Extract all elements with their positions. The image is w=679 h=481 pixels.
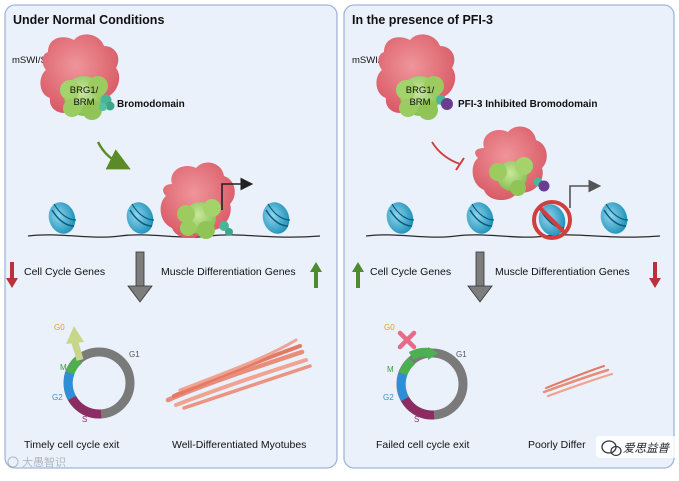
panel-normal-title: Under Normal Conditions	[13, 13, 164, 27]
phase-m-label: M	[387, 365, 394, 374]
cell-cycle-wheel	[396, 347, 468, 420]
bromodomain-label: Bromodomain	[117, 99, 185, 110]
outcome-down-arrow	[467, 251, 493, 303]
phase-s-label: S	[414, 415, 419, 424]
muscle-genes-label: Muscle Differentiation Genes	[495, 266, 630, 278]
panel-normal: Under Normal Conditions mSWI/SNF BRG1/ B…	[4, 4, 338, 469]
phase-g0-label: G0	[54, 323, 65, 332]
blocked-exit-x-icon	[397, 330, 417, 350]
cell-cycle-genes-label: Cell Cycle Genes	[24, 266, 105, 278]
outcome-cell-cycle-exit: Failed cell cycle exit	[376, 439, 469, 451]
phase-g2-segment	[63, 371, 77, 401]
watermark-right-text: 爱思益普	[623, 442, 670, 455]
nucleosome	[126, 202, 155, 234]
no-entry-icon	[532, 200, 572, 240]
inhibition-bar	[455, 157, 465, 171]
core-label-line2: BRM	[73, 97, 94, 108]
g0-exit-arrowhead	[66, 326, 84, 344]
myotubes-small	[542, 365, 614, 398]
myotubes	[165, 338, 312, 410]
bound-mswi-snf-complex	[160, 162, 235, 239]
watermark-left: 大愚智识	[7, 455, 66, 469]
watermark-left-text: 大愚智识	[22, 455, 66, 469]
cell-cycle-up-arrowhead	[352, 262, 364, 272]
phase-g2-segment	[396, 372, 410, 402]
inhibited-bromodomain-label: PFI-3 Inhibited Bromodomain	[458, 99, 597, 110]
nucleosome	[600, 202, 629, 234]
nucleosome	[386, 202, 415, 234]
brg1-brm-core	[60, 76, 108, 120]
watermark-logo-icon	[7, 456, 19, 468]
dna-strand	[365, 234, 661, 238]
cell-cycle-down-arrowhead	[6, 278, 18, 288]
phase-g2-label: G2	[52, 393, 63, 402]
outcome-down-arrow	[127, 251, 153, 303]
nucleosome	[262, 202, 291, 234]
muscle-genes-down-arrowhead	[649, 278, 661, 288]
brg1-brm-core	[396, 76, 444, 120]
phase-g1-label: G1	[129, 350, 140, 359]
cell-cycle-genes-label: Cell Cycle Genes	[370, 266, 451, 278]
complex-label: mSWI/SNF	[12, 55, 60, 66]
core-label-line1: BRG1/	[406, 85, 435, 96]
outcome-cell-cycle-exit: Timely cell cycle exit	[24, 439, 119, 451]
wechat-icon	[601, 440, 622, 457]
transcription-start-arrow	[569, 179, 602, 208]
cycle-arrowhead	[428, 347, 438, 360]
core-label-line2: BRM	[409, 97, 430, 108]
inhibition-line	[431, 141, 461, 165]
muscle-genes-label: Muscle Differentiation Genes	[161, 266, 296, 278]
phase-g2-label: G2	[383, 393, 394, 402]
phase-m-label: M	[60, 363, 67, 372]
unbound-mswi-snf-complex	[472, 126, 550, 201]
phase-s-segment	[401, 396, 435, 420]
watermark-right: 爱思益普	[596, 436, 676, 458]
dna-strand	[27, 234, 321, 238]
nucleosome	[466, 202, 495, 234]
mswi-snf-complex: BRG1/ BRM	[40, 34, 120, 120]
bromodomain	[99, 94, 115, 111]
phase-s-label: S	[82, 415, 87, 424]
mswi-snf-complex: BRG1/ BRM	[376, 34, 456, 120]
panel-pfi3-title: In the presence of PFI-3	[352, 13, 493, 27]
phase-s-segment	[68, 395, 102, 419]
pfi3-inhibitor	[441, 98, 453, 110]
muscle-genes-up-arrowhead	[310, 262, 322, 272]
phase-m-segment	[398, 357, 416, 376]
outcome-myotubes: Well-Differentiated Myotubes	[172, 439, 306, 451]
complex-label: mSWI/SNF	[352, 55, 400, 66]
core-label-line1: BRG1/	[70, 85, 99, 96]
inhibited-bromodomain	[436, 95, 453, 110]
panel-pfi3: In the presence of PFI-3 mSWI/SNF BRG1/ …	[343, 4, 675, 469]
recruitment-arrow	[96, 141, 131, 170]
nucleosome	[48, 202, 77, 234]
outcome-myotubes: Poorly Differ	[528, 439, 586, 451]
cell-cycle-wheel	[63, 326, 135, 419]
phase-g1-label: G1	[456, 350, 467, 359]
phase-g0-label: G0	[384, 323, 395, 332]
transcription-start-arrow	[221, 177, 254, 210]
